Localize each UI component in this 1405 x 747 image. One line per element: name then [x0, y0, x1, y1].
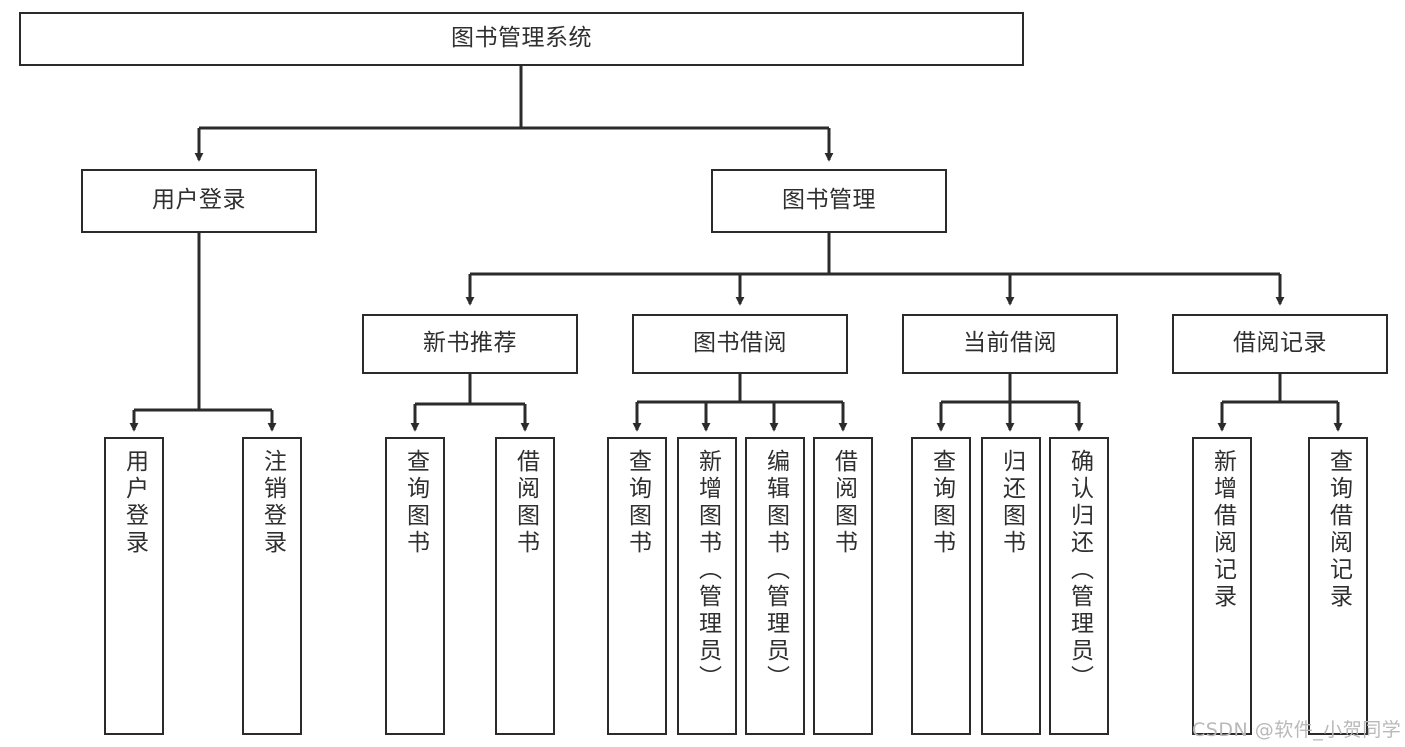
node-label: 新书推荐 [423, 330, 517, 357]
leaf-current-confirm-return-admin[interactable]: 确认归还（管理员） [1049, 437, 1109, 735]
leaf-borrow-borrow-book[interactable]: 借阅图书 [813, 437, 873, 735]
node-user-login[interactable]: 用户登录 [81, 169, 317, 233]
leaf-borrow-query-book[interactable]: 查询图书 [607, 437, 667, 735]
leaf-record-query-record[interactable]: 查询借阅记录 [1308, 437, 1368, 735]
node-book-borrow[interactable]: 图书借阅 [632, 314, 848, 374]
leaf-borrow-add-book-admin[interactable]: 新增图书（管理员） [677, 437, 737, 735]
node-label: 新增图书（管理员） [694, 449, 721, 692]
node-label: 用户登录 [152, 187, 246, 214]
node-label: 借阅图书 [512, 449, 539, 557]
leaf-recommend-query-book[interactable]: 查询图书 [385, 437, 445, 735]
node-label: 编辑图书（管理员） [762, 449, 789, 692]
node-label: 图书管理 [782, 187, 876, 214]
leaf-current-return-book[interactable]: 归还图书 [981, 437, 1041, 735]
node-label: 新增借阅记录 [1209, 449, 1236, 611]
node-borrow-record[interactable]: 借阅记录 [1172, 314, 1388, 374]
leaf-user-login-login[interactable]: 用户登录 [104, 437, 164, 735]
leaf-record-add-record[interactable]: 新增借阅记录 [1192, 437, 1252, 735]
node-label: 查询图书 [402, 449, 429, 557]
node-label: 借阅图书 [830, 449, 857, 557]
leaf-current-query-book[interactable]: 查询图书 [911, 437, 971, 735]
node-new-book-recommend[interactable]: 新书推荐 [362, 314, 578, 374]
node-label: 用户登录 [121, 449, 148, 557]
node-label: 当前借阅 [963, 330, 1057, 357]
node-root-system[interactable]: 图书管理系统 [19, 12, 1024, 66]
node-label: 借阅记录 [1233, 330, 1327, 357]
node-label: 注销登录 [259, 449, 286, 557]
node-label: 归还图书 [998, 449, 1025, 557]
node-book-management[interactable]: 图书管理 [711, 169, 947, 233]
node-current-borrow[interactable]: 当前借阅 [902, 314, 1118, 374]
leaf-user-login-logout[interactable]: 注销登录 [242, 437, 302, 735]
node-label: 查询图书 [624, 449, 651, 557]
node-label: 查询借阅记录 [1325, 449, 1352, 611]
node-label: 图书管理系统 [451, 25, 592, 52]
node-label: 图书借阅 [693, 330, 787, 357]
leaf-borrow-edit-book-admin[interactable]: 编辑图书（管理员） [745, 437, 805, 735]
node-label: 查询图书 [928, 449, 955, 557]
node-label: 确认归还（管理员） [1066, 449, 1093, 692]
csdn-watermark: CSDN @软件_小贺同学 [1192, 719, 1402, 741]
leaf-recommend-borrow-book[interactable]: 借阅图书 [495, 437, 555, 735]
